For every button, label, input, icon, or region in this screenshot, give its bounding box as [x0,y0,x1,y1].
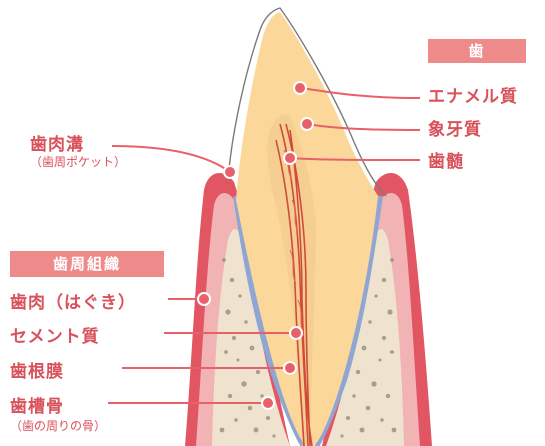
tooth-header: 歯 [428,39,526,63]
label-gingiva: 歯肉（はぐき） [10,288,136,313]
label-enamel: エナメル質 [428,82,518,107]
label-alveolar-bone-note: （歯の周りの骨） [10,417,106,434]
label-alveolar-bone: 歯槽骨 [10,392,64,417]
label-dentin: 象牙質 [428,115,482,140]
label-gingival-sulcus: 歯肉溝 [30,130,84,155]
label-ligament: 歯根膜 [10,357,64,382]
label-gingival-sulcus-note: （歯周ポケット） [30,153,126,170]
label-cementum: セメント質 [10,322,100,347]
periodontium-header: 歯周組織 [10,251,164,277]
label-pulp: 歯髄 [428,147,464,172]
